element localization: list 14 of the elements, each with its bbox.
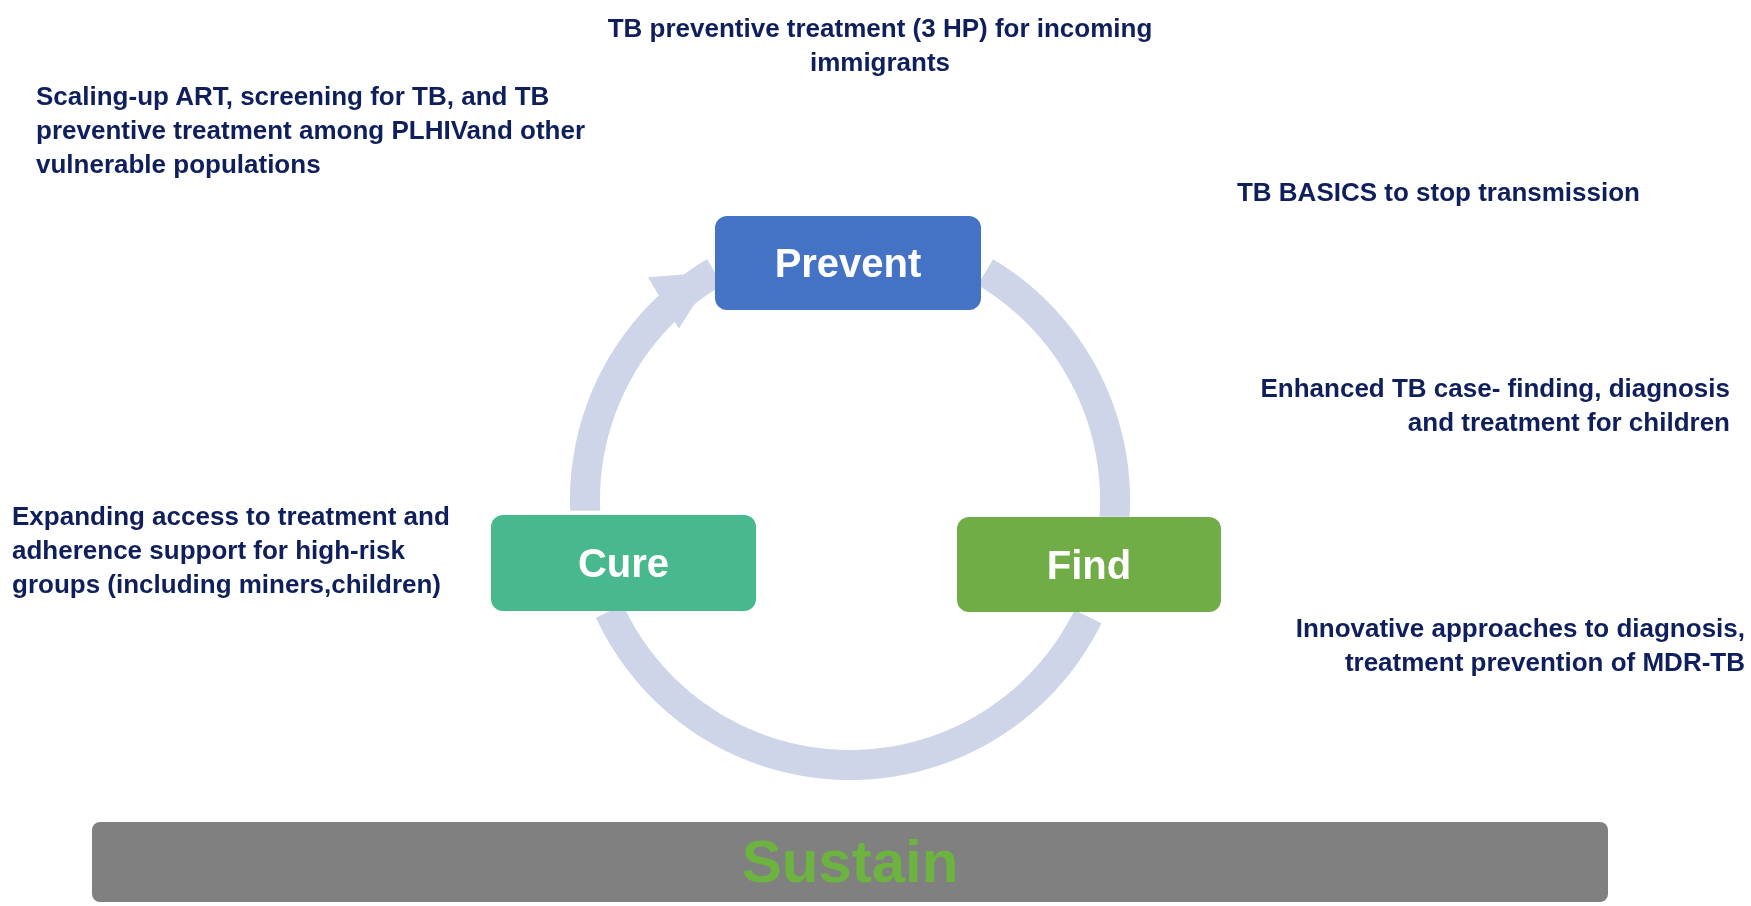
strategy-note: Innovative approaches to diagnosis, treatment prevention of MDR-TB — [1294, 612, 1745, 679]
stage-label: Cure — [577, 543, 670, 583]
stage-box — [491, 515, 756, 611]
strategy-note: Enhanced TB case- finding, diagnosis and treatment for children — [1259, 372, 1730, 439]
strategy-note: Scaling-up ART, screening for TB, and TB preventive treatment among PLHIVand other vulnerable populations — [36, 80, 586, 181]
stage-label: Find — [1046, 544, 1132, 585]
stage-label: Prevent — [774, 243, 922, 283]
strategy-note: Expanding access to treatment and adherence support for high-risk groups (including miners,children) — [12, 500, 451, 601]
foundation-bar — [92, 822, 1608, 902]
stage-label: Sustain — [741, 832, 959, 892]
strategy-note: TB preventive treatment (3 HP) for incoming immigrants — [606, 12, 1154, 79]
strategy-note: TB BASICS to stop transmission — [1235, 176, 1640, 209]
stage-box — [715, 216, 981, 310]
stage-box — [957, 517, 1221, 612]
